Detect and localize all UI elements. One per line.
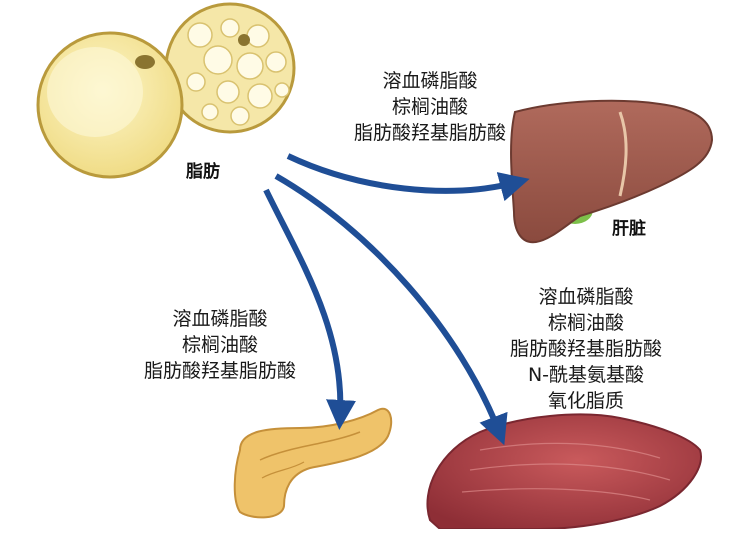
muscle-icon <box>426 413 702 530</box>
metabolite-item: N-酰基氨基酸 <box>527 364 645 386</box>
pancreas-icon <box>233 407 393 519</box>
arrow-fat-to-pancreas <box>263 188 356 430</box>
fat-label: 脂肪 <box>186 162 220 182</box>
fat-cell-front-icon <box>36 31 184 179</box>
arrow-fat-to-muscle <box>274 173 508 446</box>
fat-cell-back-icon <box>164 2 296 134</box>
liver-icon <box>510 99 714 244</box>
metabolite-item: 溶血磷脂酸 <box>538 286 634 308</box>
arrow-fat-to-liver <box>286 153 530 202</box>
metabolite-item: 脂肪酸羟基脂肪酸 <box>143 360 296 382</box>
metabolites-to-pancreas: 溶血磷脂酸 棕榈油酸 脂肪酸羟基脂肪酸 <box>90 306 350 384</box>
metabolite-item: 脂肪酸羟基脂肪酸 <box>509 338 662 360</box>
metabolite-item: 氧化脂质 <box>547 390 624 412</box>
metabolite-item: 棕榈油酸 <box>181 334 258 356</box>
metabolite-item: 溶血磷脂酸 <box>382 70 478 92</box>
metabolite-item: 脂肪酸羟基脂肪酸 <box>353 122 506 144</box>
metabolites-to-liver: 溶血磷脂酸 棕榈油酸 脂肪酸羟基脂肪酸 <box>300 68 560 146</box>
metabolite-item: 溶血磷脂酸 <box>172 308 268 330</box>
metabolite-item: 棕榈油酸 <box>391 96 468 118</box>
metabolite-item: 棕榈油酸 <box>547 312 624 334</box>
metabolites-to-muscle: 溶血磷脂酸 棕榈油酸 脂肪酸羟基脂肪酸 N-酰基氨基酸 氧化脂质 <box>456 284 716 414</box>
liver-label: 肝脏 <box>612 219 646 239</box>
fat-cells-icon <box>36 2 296 179</box>
